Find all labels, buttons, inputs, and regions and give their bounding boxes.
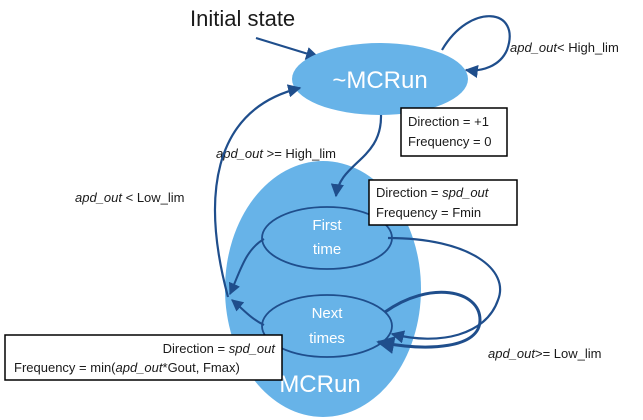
mcrun-to-not-mcrun-arrow (214, 84, 302, 298)
not-mcrun-label: ~MCRun (332, 67, 427, 94)
first-time-frequency: Frequency = Fmin (376, 205, 481, 220)
not-mcrun-to-mcrun-label: apd_out >= High_lim (216, 146, 336, 161)
first-time-direction: Direction = spd_out (376, 185, 490, 200)
self-loop-next-times-label: apd_out>= Low_lim (488, 346, 601, 361)
first-time-label-line1: First (312, 217, 342, 234)
not-mcrun-state (292, 43, 468, 115)
mcrun-to-not-mcrun-label: apd_out < Low_lim (75, 190, 185, 205)
first-time-exit-arrow (229, 238, 265, 296)
not-mcrun-output-box (400, 107, 508, 157)
self-loop-next-times-arrow (376, 290, 482, 354)
self-loop-not-mcrun-arrow (441, 15, 511, 79)
next-times-label-line2: times (309, 330, 345, 347)
next-times-output-box (4, 334, 283, 381)
next-times-exit-arrow (231, 299, 265, 326)
initial-state-arrow (255, 36, 320, 60)
mcrun-label: MCRun (279, 371, 360, 398)
next-times-frequency: Frequency = min(apd_out*Gout, Fmax) (14, 360, 240, 375)
next-times-direction: Direction = spd_out (163, 341, 277, 356)
not-mcrun-direction: Direction = +1 (408, 114, 489, 129)
self-loop-not-mcrun-label: apd_out< High_lim (510, 40, 619, 55)
initial-state-label: Initial state (190, 6, 295, 31)
next-times-label-line1: Next (312, 305, 344, 322)
not-mcrun-frequency: Frequency = 0 (408, 134, 491, 149)
first-time-label-line2: time (313, 241, 341, 258)
first-time-output-box (368, 179, 518, 226)
first-to-next-arrow (387, 236, 501, 344)
next-times-state (261, 294, 393, 358)
not-mcrun-to-mcrun-arrow (330, 114, 383, 198)
